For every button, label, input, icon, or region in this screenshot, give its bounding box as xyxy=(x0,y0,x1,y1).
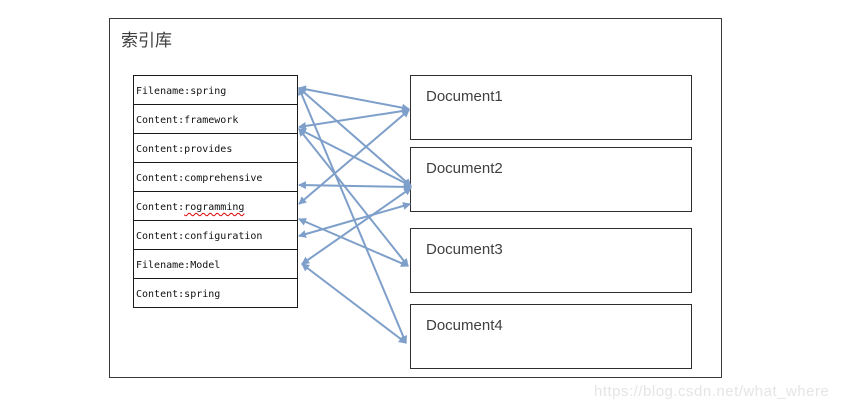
index-term-table: Filename:spring Content:framework Conten… xyxy=(133,75,298,308)
index-term-row: Content:provides xyxy=(134,134,297,163)
index-term-row: Content:rogramming xyxy=(134,192,297,221)
term-prefix: Filename: xyxy=(136,260,191,271)
index-library-title: 索引库 xyxy=(121,31,172,51)
term-prefix: Content: xyxy=(136,144,185,155)
term-text: framework xyxy=(184,115,239,126)
document1-label: Document1 xyxy=(426,88,503,105)
term-text: provides xyxy=(184,144,233,155)
document2-box: Document2 xyxy=(410,147,692,212)
term-prefix: Content: xyxy=(136,173,185,184)
index-term-row: Content:framework xyxy=(134,105,297,134)
document4-box: Document4 xyxy=(410,304,692,369)
term-text: spring xyxy=(184,289,221,300)
term-text: Model xyxy=(190,260,221,271)
term-text-misspelled: rogramming xyxy=(184,202,245,213)
term-prefix: Filename: xyxy=(136,86,191,97)
watermark-url: https://blog.csdn.net/what_where xyxy=(594,383,830,400)
term-text: configuration xyxy=(184,231,263,242)
term-prefix: Content: xyxy=(136,202,185,213)
document4-label: Document4 xyxy=(426,317,503,334)
index-term-row: Content:comprehensive xyxy=(134,163,297,192)
document1-box: Document1 xyxy=(410,75,692,140)
index-term-row: Content:configuration xyxy=(134,221,297,250)
document2-label: Document2 xyxy=(426,160,503,177)
term-prefix: Content: xyxy=(136,289,185,300)
index-term-row: Filename:Model xyxy=(134,250,297,279)
term-text: comprehensive xyxy=(184,173,263,184)
term-prefix: Content: xyxy=(136,115,185,126)
index-term-row: Content:spring xyxy=(134,279,297,307)
index-term-row: Filename:spring xyxy=(134,76,297,105)
document3-label: Document3 xyxy=(426,241,503,258)
term-text: spring xyxy=(190,86,227,97)
term-prefix: Content: xyxy=(136,231,185,242)
document3-box: Document3 xyxy=(410,228,692,293)
